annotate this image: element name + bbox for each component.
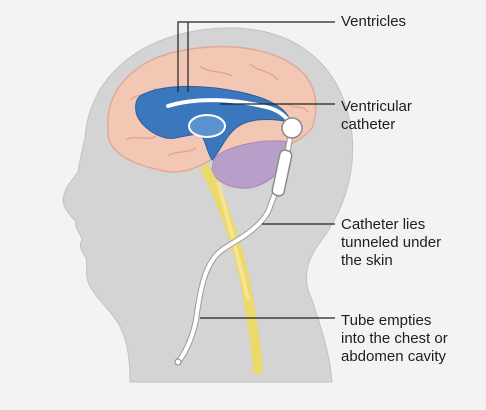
label-tube-empties: Tube empties into the chest or abdomen c… — [341, 312, 448, 365]
ventricle-interior — [188, 114, 226, 138]
shunt-tube-end — [174, 358, 182, 366]
shunt-reservoir — [281, 117, 303, 139]
shunt-valve — [271, 149, 293, 197]
leader-line-ventricles — [177, 21, 335, 92]
label-catheter-tunneled: Catheter lies tunneled under the skin — [341, 216, 442, 269]
label-ventricles: Ventricles — [341, 13, 407, 30]
label-ventricular-catheter: Ventricular catheter — [341, 98, 412, 133]
